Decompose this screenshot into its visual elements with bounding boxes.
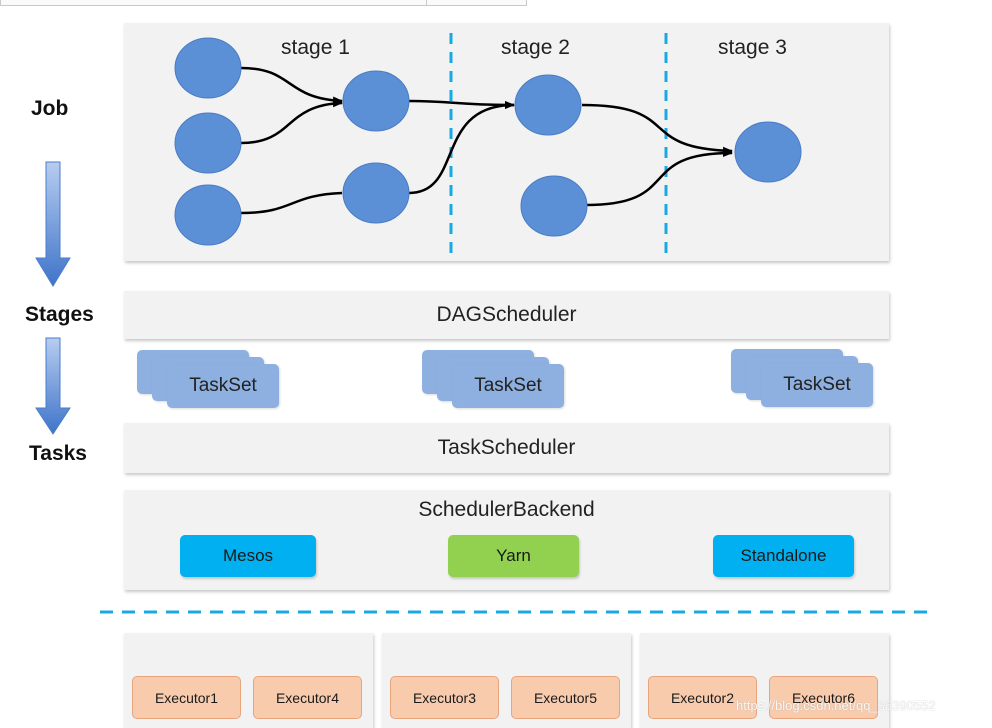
executor-box: Executor3 — [390, 676, 499, 719]
executor-box: Executor2 — [648, 676, 757, 719]
job-dag-panel: stage 1 stage 2 stage 3 — [124, 23, 889, 261]
executor-box: Executor5 — [511, 676, 620, 719]
dag-node — [514, 74, 582, 136]
scheduler-backend-title: SchedulerBackend — [418, 498, 595, 521]
executor-box: Executor6 — [769, 676, 878, 719]
executor-group-3: Executor2 Executor6 — [640, 633, 889, 728]
taskset-label: TaskSet — [452, 364, 564, 408]
scheduler-backend-panel: SchedulerBackend Mesos Yarn Standalone — [124, 490, 889, 590]
dag-node — [520, 175, 588, 237]
dag-node — [174, 37, 242, 99]
standalone-box: Standalone — [713, 535, 854, 577]
taskset-stack-3: TaskSet — [731, 349, 876, 409]
edge-a2-b1 — [240, 99, 343, 145]
taskset-stack-1: TaskSet — [137, 350, 282, 410]
edge-b1-c1 — [408, 99, 515, 109]
executor-group-1: Executor1 Executor4 — [124, 633, 373, 728]
top-edge-bar — [0, 0, 527, 6]
stage-label-3: stage 3 — [718, 36, 787, 59]
edge-c2-d1 — [585, 149, 733, 207]
stage-label-1: stage 1 — [281, 36, 350, 59]
job-to-stages-arrow-icon — [35, 161, 71, 287]
dag-node — [174, 184, 242, 246]
executor-box: Executor4 — [253, 676, 362, 719]
dag-scheduler-title: DAGScheduler — [436, 303, 577, 326]
task-scheduler-title: TaskScheduler — [437, 436, 576, 459]
edge-b2-c1 — [408, 101, 515, 195]
watermark-text: https://blog.csdn.net/qq_36390552 — [736, 698, 936, 713]
executor-box: Executor1 — [132, 676, 241, 719]
task-scheduler-bar: TaskScheduler — [124, 423, 889, 473]
dag-node — [342, 70, 410, 132]
edge-a1-b1 — [240, 66, 343, 105]
taskset-label: TaskSet — [167, 364, 279, 408]
stage-label-2: stage 2 — [501, 36, 570, 59]
yarn-box: Yarn — [448, 535, 579, 577]
edge-a3-b2 — [240, 191, 343, 215]
taskset-label: TaskSet — [761, 363, 873, 407]
job-label: Job — [31, 97, 69, 120]
stages-to-tasks-arrow-icon — [35, 337, 71, 435]
tasks-label: Tasks — [29, 442, 87, 465]
edge-c1-d1 — [581, 103, 733, 155]
job-dag-graph — [174, 33, 802, 255]
stages-label: Stages — [25, 303, 94, 326]
dag-node — [734, 121, 802, 183]
dag-node — [174, 112, 242, 174]
dag-scheduler-bar: DAGScheduler — [124, 291, 889, 339]
taskset-stack-2: TaskSet — [422, 350, 567, 410]
cluster-separator — [100, 610, 932, 614]
mesos-box: Mesos — [180, 535, 316, 577]
executor-group-2: Executor3 Executor5 — [382, 633, 631, 728]
dag-node — [342, 162, 410, 224]
